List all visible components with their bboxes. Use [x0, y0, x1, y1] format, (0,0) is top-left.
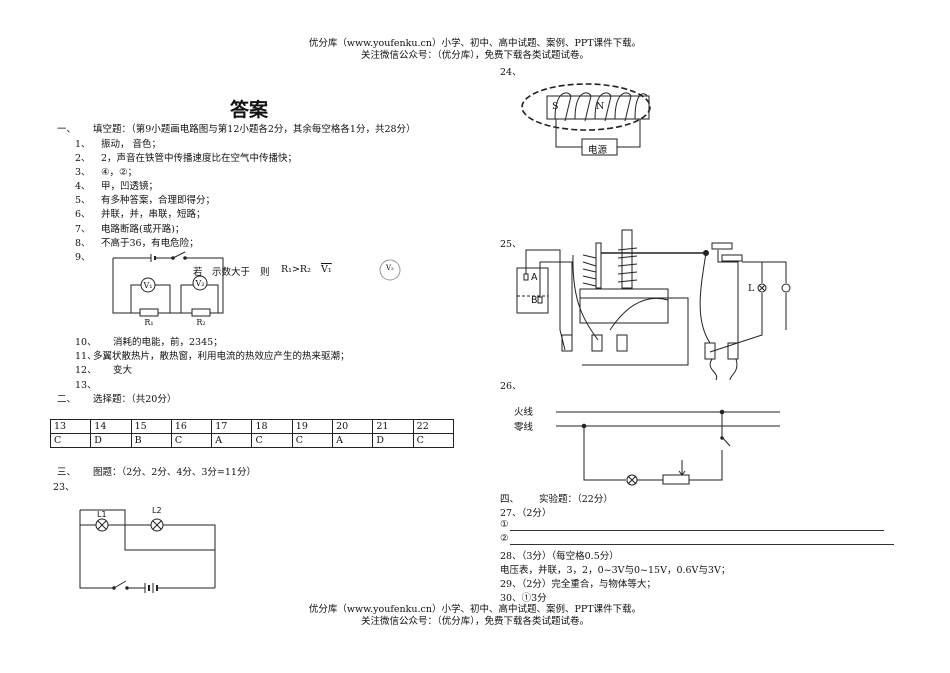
- q25-a-label: A: [531, 272, 538, 283]
- section2-heading: 选择题：（共20分）: [93, 394, 177, 405]
- table-cell: D: [90, 433, 132, 448]
- section4-number: 四、: [500, 494, 520, 505]
- table-cell: C: [291, 433, 334, 448]
- q13-number: 13、: [75, 380, 97, 391]
- table-cell: C: [170, 433, 213, 448]
- table-row-numbers: 13 14 15 16 17 18 19 20 21 22: [49, 419, 455, 434]
- q4-answer: 甲，凹透镜；: [101, 181, 159, 192]
- q9-v2-ref: V₂: [386, 264, 394, 272]
- q27-blank1-marker: ①: [500, 519, 509, 530]
- q5-answer: 有多种答案，合理即得分；: [101, 195, 216, 206]
- table-cell: 16: [170, 419, 213, 434]
- table-cell: 17: [211, 419, 253, 434]
- q8-answer: 不高于36，有电危险；: [101, 238, 199, 249]
- q23-number: 23、: [53, 482, 75, 493]
- page-title: 答案: [230, 99, 269, 121]
- q3-answer: ④，②；: [101, 167, 138, 178]
- q27-blank1-line: [510, 530, 884, 531]
- table-cell: 20: [332, 419, 374, 434]
- q28-answer: 电压表，并联，3，2，0~3V与0~15V，0.6V与3V；: [500, 565, 731, 576]
- section4-heading: 实验题：（22分）: [539, 494, 613, 505]
- q24-number: 24、: [500, 67, 522, 78]
- table-cell: A: [211, 433, 253, 448]
- q9-r1-label: R₁: [144, 318, 153, 327]
- q9-number: 9、: [75, 252, 91, 263]
- q24-electromagnet-diagram: [521, 83, 651, 156]
- q11-number: 11、: [75, 351, 97, 362]
- section3-number: 三、: [57, 467, 77, 478]
- table-cell: 21: [372, 419, 414, 434]
- q25-number: 25、: [500, 239, 522, 250]
- q12-answer: 变大: [113, 365, 133, 376]
- q7-number: 7、: [75, 224, 91, 235]
- table-cell: D: [372, 433, 414, 448]
- q23-l1-label: L1: [97, 510, 107, 519]
- q9-note-reads: 示数大于: [212, 267, 251, 278]
- q12-number: 12、: [75, 365, 97, 376]
- q2-answer: 2，声音在铁管中传播速度比在空气中传播快；: [101, 153, 298, 164]
- q27-heading: 27、（2分）: [500, 508, 552, 519]
- table-cell: C: [49, 433, 92, 448]
- header-line-2: 关注微信公众号：（优分库），免费下载各类试题试卷。: [360, 50, 589, 61]
- q8-number: 8、: [75, 238, 91, 249]
- q27-blank2-marker: ②: [500, 533, 509, 544]
- q9-circuit-diagram: [112, 251, 401, 317]
- q7-answer: 电路断路(或开路)；: [101, 224, 185, 235]
- q9-v1-ref: V₁: [321, 264, 332, 275]
- q9-relation: R₁>R₂: [281, 264, 311, 275]
- q24-power-label: 电源: [588, 145, 608, 156]
- q25-lamp-label: L: [748, 283, 755, 294]
- footer-line-1: 优分库（www.youfenku.cn）小学、初中、高中试题、案例、PPT课件下…: [308, 604, 642, 615]
- q26-live-wire-label: 火线: [514, 407, 534, 418]
- table-cell: 15: [130, 419, 172, 434]
- q9-v2-meter-label: V₂: [195, 279, 205, 288]
- q1-answer: 振动， 音色；: [101, 139, 162, 150]
- q9-note-then: 则: [260, 267, 270, 278]
- table-cell: 18: [251, 419, 293, 434]
- q9-note-if: 若: [193, 267, 203, 278]
- choice-answer-table: 13 14 15 16 17 18 19 20 21 22 C D B C A …: [49, 419, 455, 448]
- q1-number: 1、: [75, 139, 91, 150]
- q28-heading: 28、（3分）（每空格0.5分）: [500, 551, 619, 562]
- q26-neutral-wire-label: 零线: [514, 422, 534, 433]
- table-cell: B: [130, 433, 172, 448]
- q6-answer: 并联，并，串联，短路；: [101, 209, 206, 220]
- table-row-answers: C D B C A C C A D C: [49, 433, 455, 448]
- q24-n-pole: N: [596, 101, 605, 112]
- q25-b-label: B: [531, 295, 538, 306]
- q26-household-wiring-diagram: [556, 409, 780, 486]
- q30-answer: 30、①3分: [500, 593, 547, 604]
- q5-number: 5、: [75, 195, 91, 206]
- q6-number: 6、: [75, 209, 91, 220]
- q9-r2-label: R₂: [196, 318, 205, 327]
- section1-number: 一、: [57, 124, 77, 135]
- q11-answer: 多翼状散热片，散热窗，利用电流的热效应产生的热来驱潮；: [93, 351, 350, 362]
- q3-number: 3、: [75, 167, 91, 178]
- q29-answer: 29、（2分）完全重合，与物体等大；: [500, 579, 656, 590]
- q2-number: 2、: [75, 153, 91, 164]
- table-cell: 19: [291, 419, 334, 434]
- q4-number: 4、: [75, 181, 91, 192]
- q23-circuit-diagram: [79, 509, 216, 593]
- section2-number: 二、: [57, 394, 77, 405]
- table-cell: C: [412, 433, 455, 448]
- section3-heading: 图题：（2分、2分、4分、3分=11分）: [93, 467, 256, 478]
- footer-line-2: 关注微信公众号：（优分库），免费下载各类试题试卷。: [360, 616, 589, 627]
- section1-heading: 填空题：（第9小题画电路图与第12小题各2分，其余每空格各1分，共28分）: [93, 124, 416, 135]
- q9-v1-meter-label: V₁: [143, 281, 153, 290]
- q26-number: 26、: [500, 381, 522, 392]
- q24-s-pole: S: [552, 101, 559, 112]
- q10-number: 10、: [75, 337, 97, 348]
- table-cell: 14: [90, 419, 132, 434]
- q23-l2-label: L2: [152, 506, 162, 515]
- table-cell: A: [332, 433, 374, 448]
- table-cell: 13: [49, 419, 92, 434]
- q27-blank2-line: [510, 544, 894, 545]
- q10-answer: 消耗的电能，前，2345；: [113, 337, 223, 348]
- header-line-1: 优分库（www.youfenku.cn）小学、初中、高中试题、案例、PPT课件下…: [308, 38, 642, 49]
- table-cell: 22: [412, 419, 455, 434]
- q25-relay-diagram: [516, 229, 791, 381]
- table-cell: C: [251, 433, 293, 448]
